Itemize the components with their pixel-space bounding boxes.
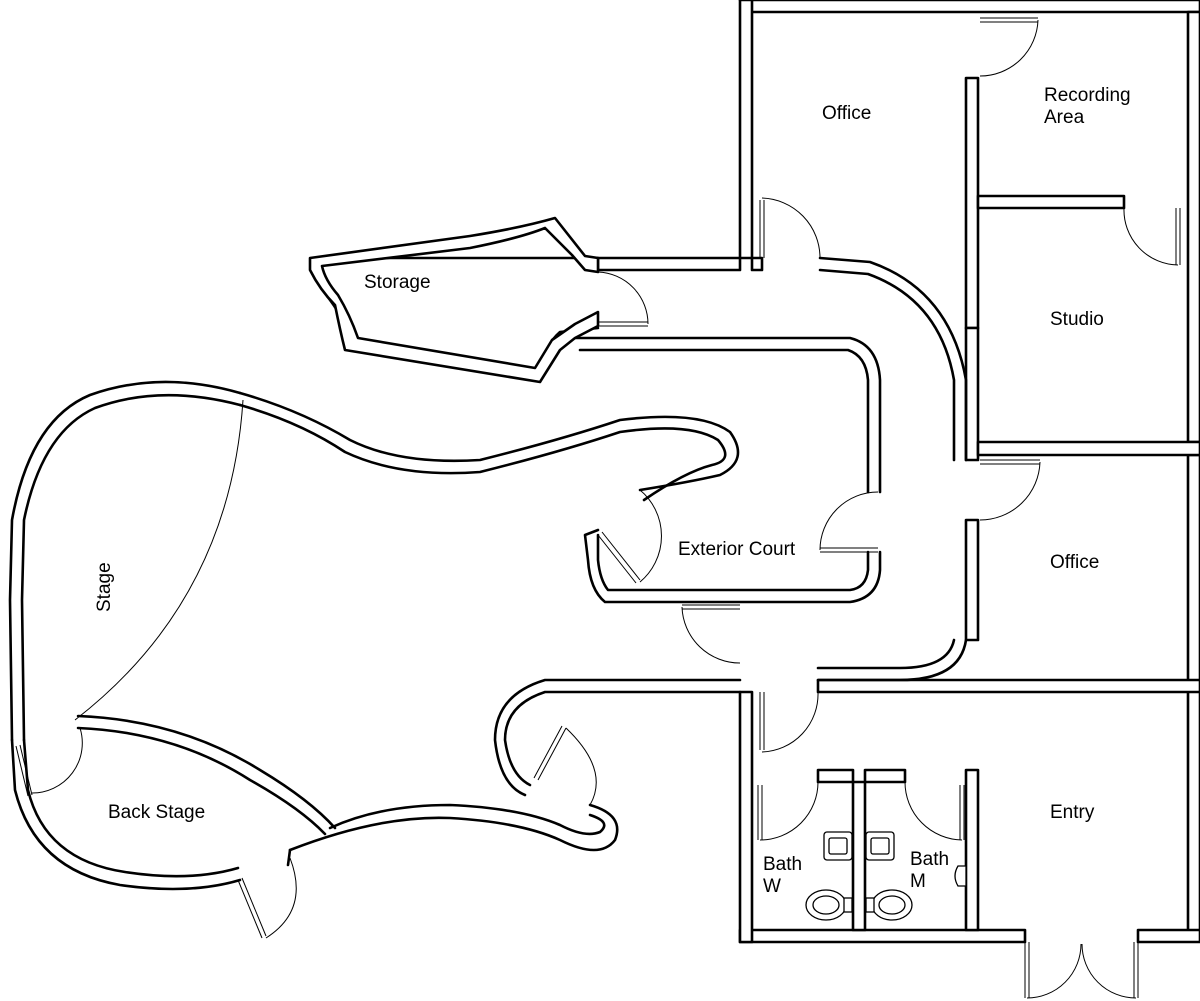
stage-upper-wall (238, 391, 740, 492)
wall-bath-m-top (863, 768, 907, 784)
stage-outer-wall (8, 380, 242, 742)
label-office-top: Office (822, 103, 871, 124)
door-backstage-left-leaf-2 (15, 745, 29, 797)
label-stage: Stage (94, 562, 115, 612)
door-recording-arc (979, 19, 1039, 77)
backstage-outer-wall (10, 738, 242, 891)
wall-office-recording (964, 76, 980, 330)
wall-recording-bottom (976, 194, 1126, 210)
room-labels: Office Recording Area Storage Studio Sta… (94, 85, 1131, 897)
court-wall (573, 336, 882, 494)
wall-right-upper (1186, 10, 1200, 444)
door-entry-right-arc (1081, 943, 1137, 999)
corridor-walls (596, 256, 968, 682)
door-court-left-arc (639, 489, 662, 583)
wall-lower-left (738, 690, 754, 944)
label-entry: Entry (1050, 802, 1095, 823)
label-studio: Studio (1050, 309, 1104, 330)
door-studio-arc (1123, 207, 1179, 266)
door-swings (15, 17, 1181, 999)
label-back-stage: Back Stage (108, 802, 205, 823)
label-bath-w-1: Bath (763, 854, 802, 875)
toilet-m-seat (878, 895, 906, 915)
door-backstage-bottom-leaf-2 (241, 877, 267, 937)
wall-bottom-right (1136, 928, 1200, 944)
backstage-walls (10, 714, 337, 891)
door-bath-m-arc (904, 781, 963, 841)
storage-walls (308, 216, 600, 384)
corridor-top-wall-right (596, 256, 742, 272)
door-stage-arc (74, 399, 244, 721)
wall-bath-w-top (816, 768, 855, 784)
label-recording-area-2: Area (1044, 107, 1085, 128)
court-wall-bottom-inner (596, 533, 870, 592)
door-entry-left-arc (1026, 943, 1082, 999)
corridor-lower-curve-inner (816, 638, 956, 670)
wall-entry-baths (964, 768, 980, 932)
interior-partitions (816, 76, 1200, 932)
corridor-lower-curve (816, 638, 968, 682)
door-backstage-left-arc (31, 727, 83, 794)
label-bath-m-1: Bath (910, 849, 949, 870)
door-court-left-leaf-2 (601, 531, 641, 581)
label-recording-area-1: Recording (1044, 85, 1131, 106)
storage-room (308, 216, 600, 384)
stage-walls (8, 380, 742, 852)
door-backstage-bottom-arc (265, 857, 297, 939)
wall-top (738, 0, 1200, 14)
door-entry-corridor-arc (761, 691, 819, 753)
toilet-m-tank (865, 897, 875, 913)
wall-right-lower (1186, 453, 1200, 942)
door-stage-horn-leaf (537, 727, 567, 781)
toilet-w-tank (843, 897, 853, 913)
door-backstage-bottom-leaf (237, 879, 263, 939)
wall-studio-bottom (976, 440, 1200, 457)
door-court-left-leaf (597, 534, 637, 584)
stage-bottom-wall (328, 803, 606, 836)
corridor-top-wall (750, 256, 764, 272)
stage-lower-horn-inner (493, 678, 742, 797)
door-court-right-arc (819, 491, 879, 551)
stage-upper-wall-inner (238, 403, 727, 502)
backstage-top-wall (76, 714, 337, 830)
toilet-w-seat (812, 895, 840, 915)
wall-bottom-left (738, 928, 1027, 944)
corridor-outer-curve (818, 256, 968, 462)
door-backstage-left-leaf (19, 744, 33, 796)
label-exterior-court: Exterior Court (678, 539, 796, 560)
court-wall-bottom (583, 528, 882, 604)
bath-fixtures (805, 831, 967, 921)
stage-lower-horn (503, 690, 742, 787)
court-wall-inner (578, 348, 870, 494)
door-office-right-arc (979, 461, 1041, 521)
backstage-top-wall-inner (76, 726, 327, 836)
door-stage-horn-arc (565, 727, 597, 806)
wall-studio-left (964, 326, 980, 462)
door-court-bottom-arc (681, 606, 741, 664)
door-storage-arc (597, 271, 649, 325)
sink-w-basin (828, 837, 848, 855)
door-office-arc (761, 197, 821, 259)
door-bath-w-arc (759, 781, 819, 841)
backstage-right-wall (286, 848, 292, 867)
wall-office-right-left (964, 518, 980, 642)
corridor-outer-curve-inner (818, 268, 956, 462)
wall-entry-top (816, 678, 1200, 694)
stage-outer-wall-inner (20, 393, 242, 742)
label-bath-m-2: M (910, 871, 926, 892)
label-office-right: Office (1050, 552, 1099, 573)
exterior-court-walls (318, 256, 882, 604)
label-bath-w-2: W (763, 876, 781, 897)
wall-upper-left (738, 0, 754, 260)
stage-bottom-wall-inner (288, 803, 619, 852)
backstage-outer-wall-inner (22, 738, 240, 878)
door-stage-horn-leaf-2 (533, 725, 563, 779)
sink-m-basin (870, 837, 890, 855)
label-storage: Storage (364, 272, 431, 293)
wall-bath-divider (851, 780, 867, 932)
urinal-m (954, 865, 967, 887)
